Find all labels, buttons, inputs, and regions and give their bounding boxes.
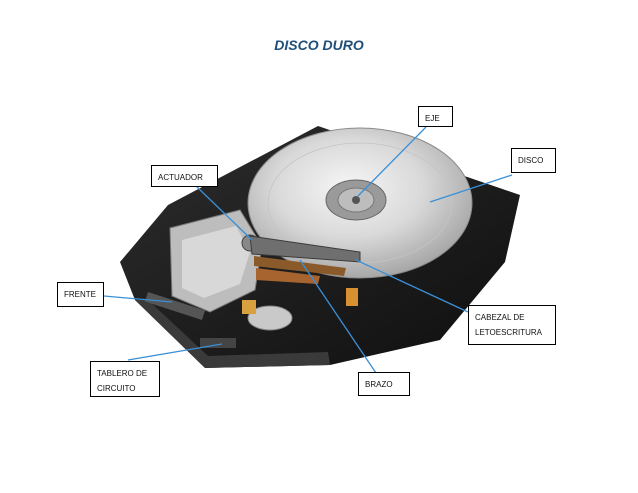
pointer-frente [103, 295, 173, 303]
front-connector [144, 292, 206, 321]
pointer-tablero [127, 343, 223, 361]
label-tablero: TABLERO DE CIRCUITO [90, 361, 160, 397]
page-title: DISCO DURO [274, 37, 364, 53]
label-brazo: BRAZO [358, 372, 410, 396]
pointer-actuador [195, 185, 253, 241]
pointer-eje [357, 126, 427, 197]
circuit-board-edge [200, 338, 236, 348]
label-frente: FRENTE [57, 282, 104, 307]
pointer-cabezal [355, 259, 469, 313]
label-disco: DISCO [511, 148, 556, 173]
label-actuador: ACTUADOR [151, 165, 218, 187]
pointer-disco [429, 174, 513, 203]
label-cabezal: CABEZAL DE LETOESCRITURA [468, 305, 556, 345]
label-eje: EJE [418, 106, 453, 127]
pointer-brazo [299, 259, 379, 377]
drive-side [135, 300, 330, 368]
read-write-head [346, 288, 358, 306]
